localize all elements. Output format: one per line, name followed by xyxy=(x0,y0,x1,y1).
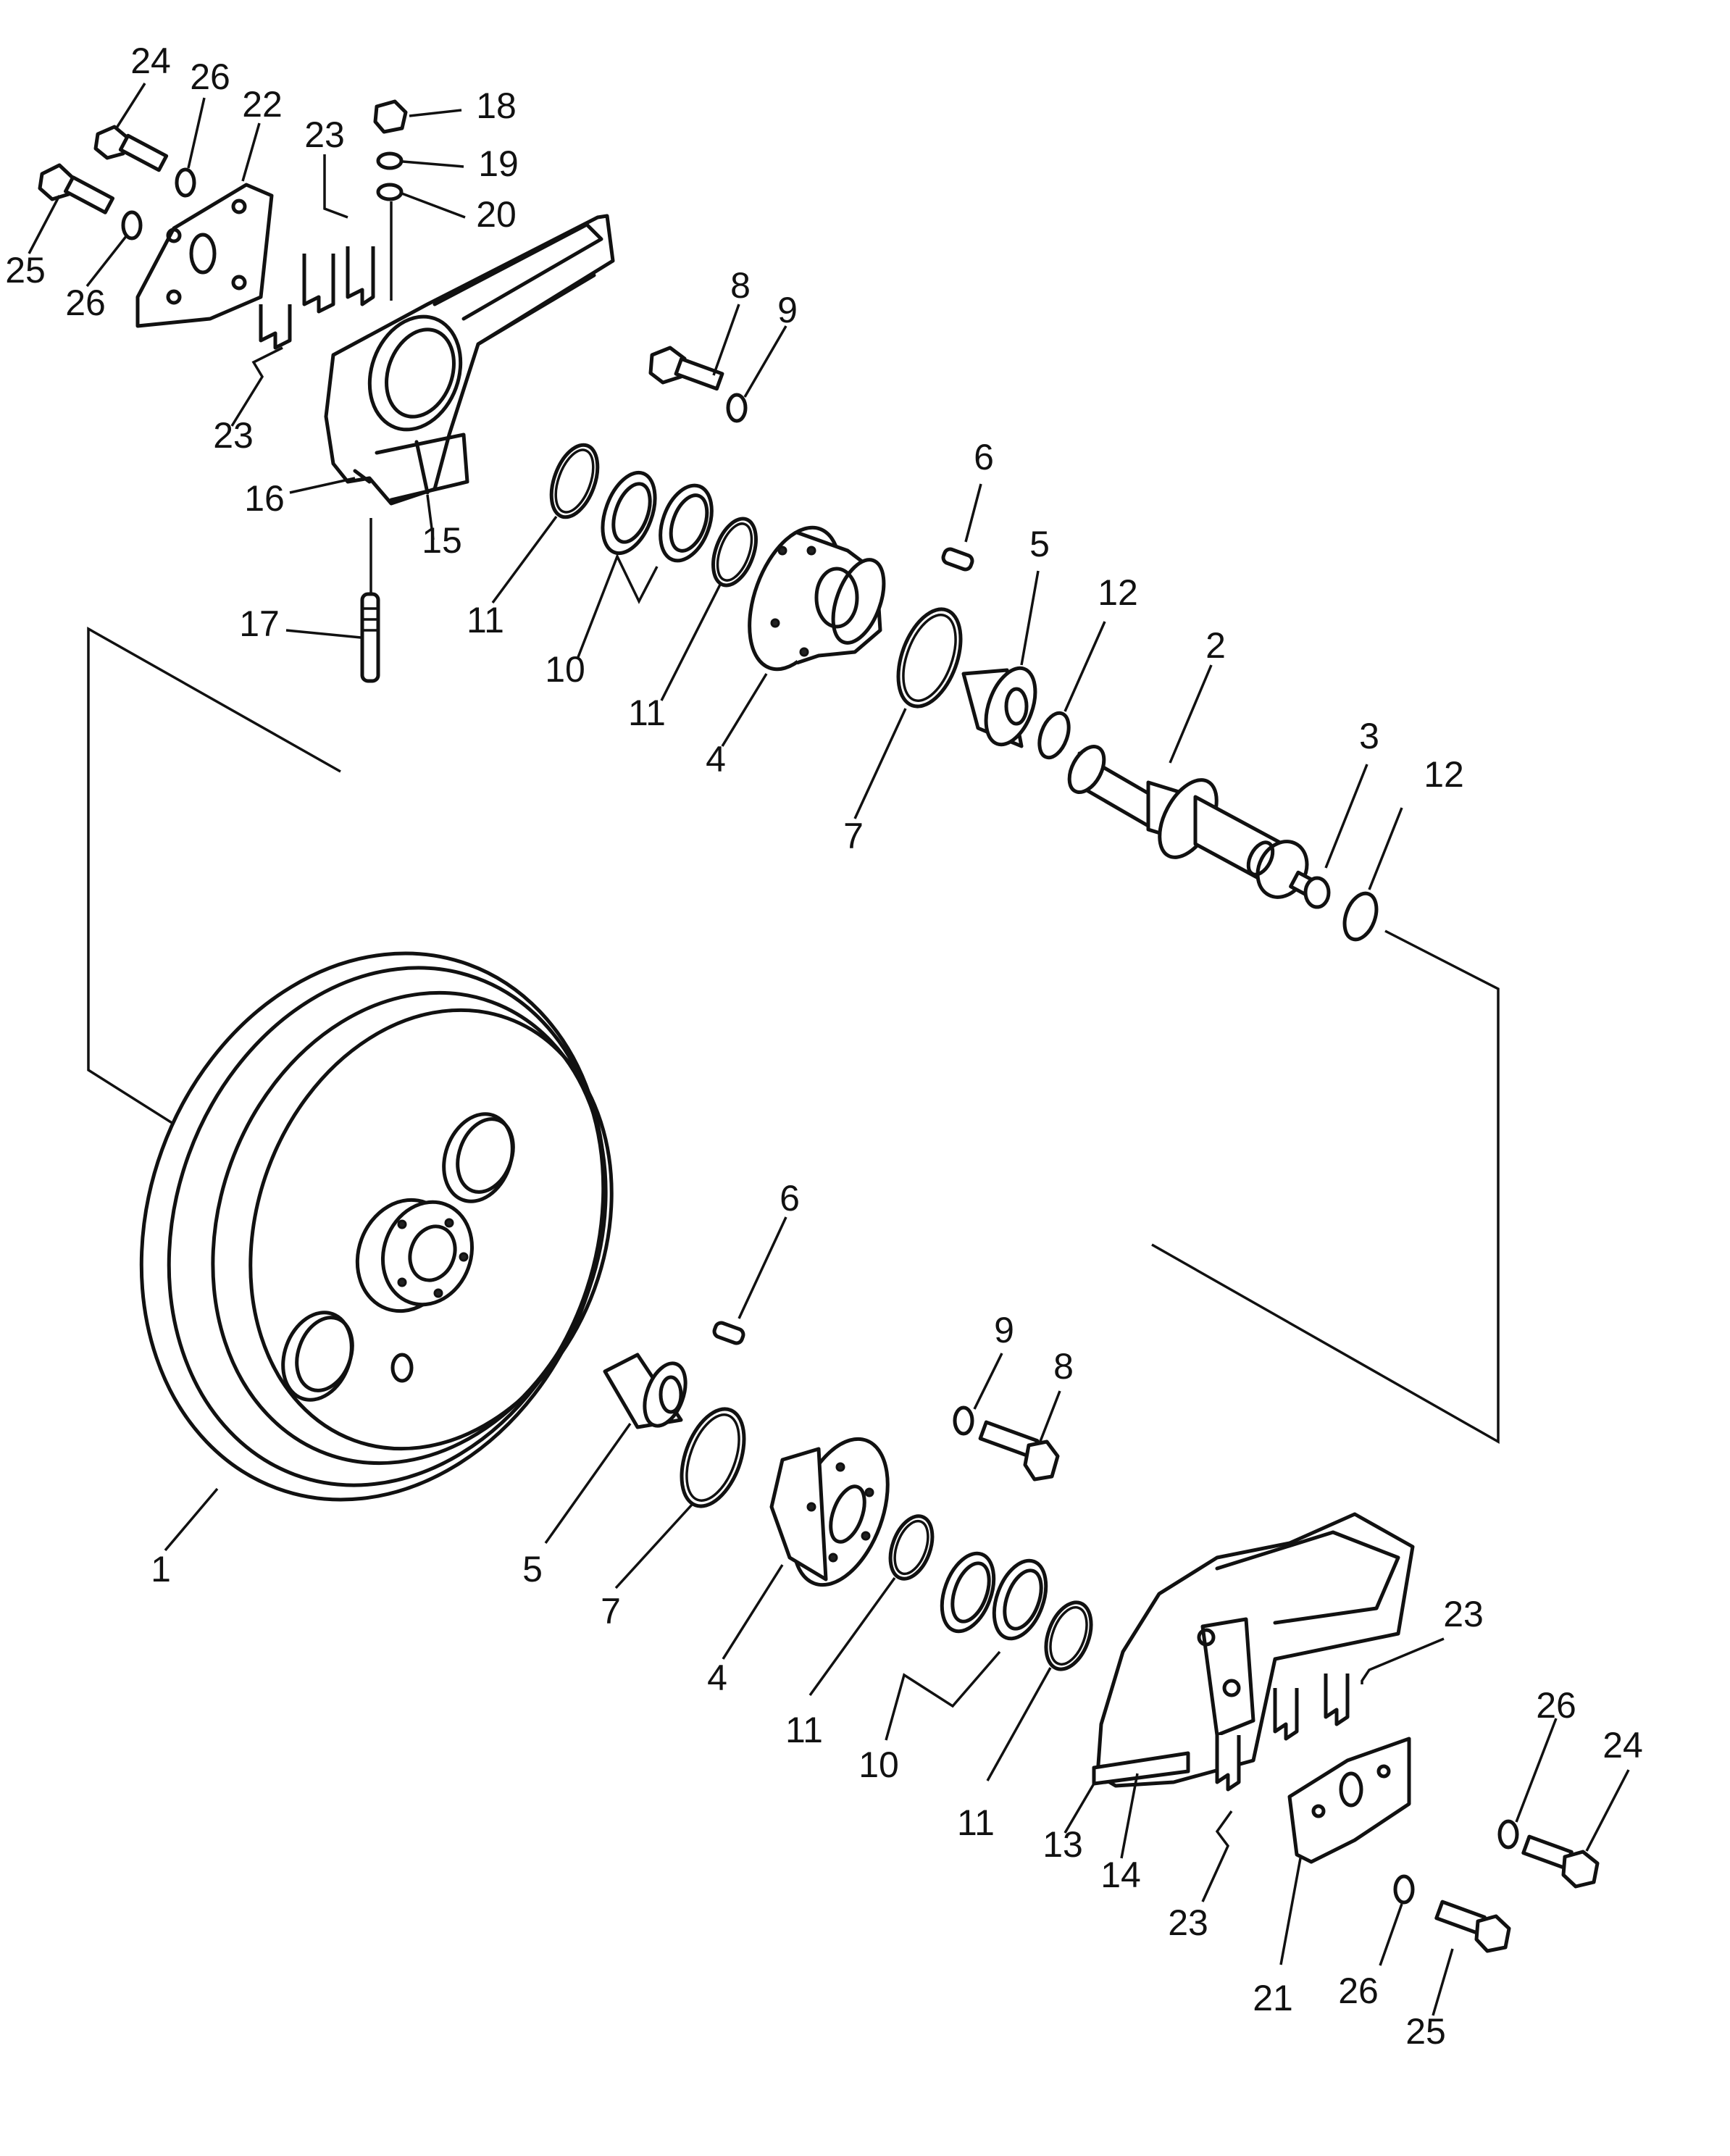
idler-wheel xyxy=(139,951,614,1502)
callout-26-upper-b: 26 xyxy=(65,283,106,323)
support-bracket-upper xyxy=(324,214,615,506)
callout-26-lower-a: 26 xyxy=(1536,1685,1576,1726)
callout-6-upper: 6 xyxy=(974,437,994,477)
callout-24-upper: 24 xyxy=(130,41,171,81)
callout-3: 3 xyxy=(1359,716,1379,756)
nut-18 xyxy=(373,99,408,134)
washer-26-upper-a xyxy=(175,167,196,198)
callout-21: 21 xyxy=(1253,1978,1293,2018)
o-ring-11-lower-b xyxy=(1044,1600,1093,1671)
collar-lower xyxy=(769,1437,890,1587)
o-ring-11-upper-a xyxy=(549,443,600,519)
callout-11-upper-a: 11 xyxy=(467,600,504,640)
o-ring-12-upper xyxy=(1037,711,1071,760)
pin-upper xyxy=(941,547,974,572)
shaft xyxy=(1067,745,1309,899)
washer-9-lower xyxy=(953,1405,974,1436)
callout-11-lower-a: 11 xyxy=(785,1710,823,1750)
bolt-25-lower xyxy=(1434,1900,1511,1953)
callout-23-upper-a: 23 xyxy=(304,114,345,155)
callout-10-lower: 10 xyxy=(858,1745,899,1785)
bolt-8-lower xyxy=(978,1420,1060,1482)
callout-14: 14 xyxy=(1100,1855,1141,1895)
washer-26-lower-a xyxy=(1497,1819,1519,1850)
callout-6-lower: 6 xyxy=(780,1178,800,1219)
callout-22: 22 xyxy=(242,84,283,125)
bolt-25-upper xyxy=(38,163,115,214)
washer-20 xyxy=(376,183,404,201)
floating-seal-lower xyxy=(940,1551,1048,1641)
callout-16: 16 xyxy=(244,478,285,519)
bushing-lower xyxy=(603,1353,688,1429)
bolt-24-lower xyxy=(1521,1834,1600,1889)
washer-26-upper-b xyxy=(121,210,143,241)
callout-7-upper: 7 xyxy=(843,816,864,856)
callout-17: 17 xyxy=(239,603,280,644)
o-ring-7-upper xyxy=(896,607,963,709)
callout-19: 19 xyxy=(478,143,519,184)
callout-23-upper-b: 23 xyxy=(213,415,254,456)
assembly-guide-lines xyxy=(87,626,1500,1445)
callout-18: 18 xyxy=(476,85,517,126)
o-ring-11-upper-b xyxy=(711,517,758,588)
callout-labels: 1 2 3 4 4 5 5 6 6 7 7 8 8 9 9 10 10 11 1… xyxy=(5,41,1643,2052)
bolt-24-upper xyxy=(93,125,169,172)
callout-5-lower: 5 xyxy=(522,1549,543,1589)
washer-9-upper xyxy=(726,393,748,423)
callout-4-upper: 4 xyxy=(706,739,726,780)
callout-12-upper: 12 xyxy=(1098,572,1138,613)
callout-10-upper: 10 xyxy=(545,649,585,690)
callout-20: 20 xyxy=(476,194,517,235)
o-ring-11-lower-a xyxy=(888,1514,935,1581)
callout-25-lower: 25 xyxy=(1405,2011,1446,2052)
callout-23-lower-a: 23 xyxy=(1443,1594,1484,1634)
washer-19 xyxy=(376,151,404,170)
callout-8-lower: 8 xyxy=(1053,1346,1074,1387)
callout-11-upper-b: 11 xyxy=(628,693,666,733)
floating-seal-upper xyxy=(601,470,714,563)
callout-13: 13 xyxy=(1042,1824,1083,1865)
callout-25-upper: 25 xyxy=(5,250,46,291)
callout-15: 15 xyxy=(422,520,462,561)
callout-9-upper: 9 xyxy=(777,290,798,330)
washer-26-lower-b xyxy=(1393,1874,1415,1905)
callout-5-upper: 5 xyxy=(1029,524,1050,564)
o-ring-7-lower xyxy=(680,1407,746,1508)
callout-23-lower-b: 23 xyxy=(1168,1902,1208,1943)
pin-lower xyxy=(712,1321,745,1345)
callout-leaders xyxy=(28,83,1630,2016)
callout-26-lower-b: 26 xyxy=(1338,1971,1379,2011)
bolt-8-upper xyxy=(648,346,724,391)
callout-1: 1 xyxy=(151,1549,171,1589)
callout-8-upper: 8 xyxy=(730,265,751,306)
callout-4-lower: 4 xyxy=(707,1658,727,1698)
callout-26-upper-a: 26 xyxy=(190,57,230,97)
callout-9-lower: 9 xyxy=(994,1310,1014,1350)
shims-upper xyxy=(259,246,375,350)
guard-plate-upper xyxy=(135,183,274,328)
support-bracket-lower xyxy=(1092,1512,1415,1788)
callout-24-lower: 24 xyxy=(1602,1725,1643,1766)
collar-upper xyxy=(748,525,886,672)
callout-2: 2 xyxy=(1205,625,1226,666)
guard-plate-lower xyxy=(1287,1737,1411,1864)
o-ring-12-lower xyxy=(1342,891,1379,942)
bushing-upper xyxy=(961,666,1037,748)
plug xyxy=(1289,870,1331,909)
callout-11-lower-b: 11 xyxy=(957,1802,995,1843)
pin-17 xyxy=(360,592,380,683)
callout-7-lower: 7 xyxy=(601,1591,621,1631)
callout-12-lower: 12 xyxy=(1424,754,1464,795)
shims-lower xyxy=(1215,1674,1350,1792)
